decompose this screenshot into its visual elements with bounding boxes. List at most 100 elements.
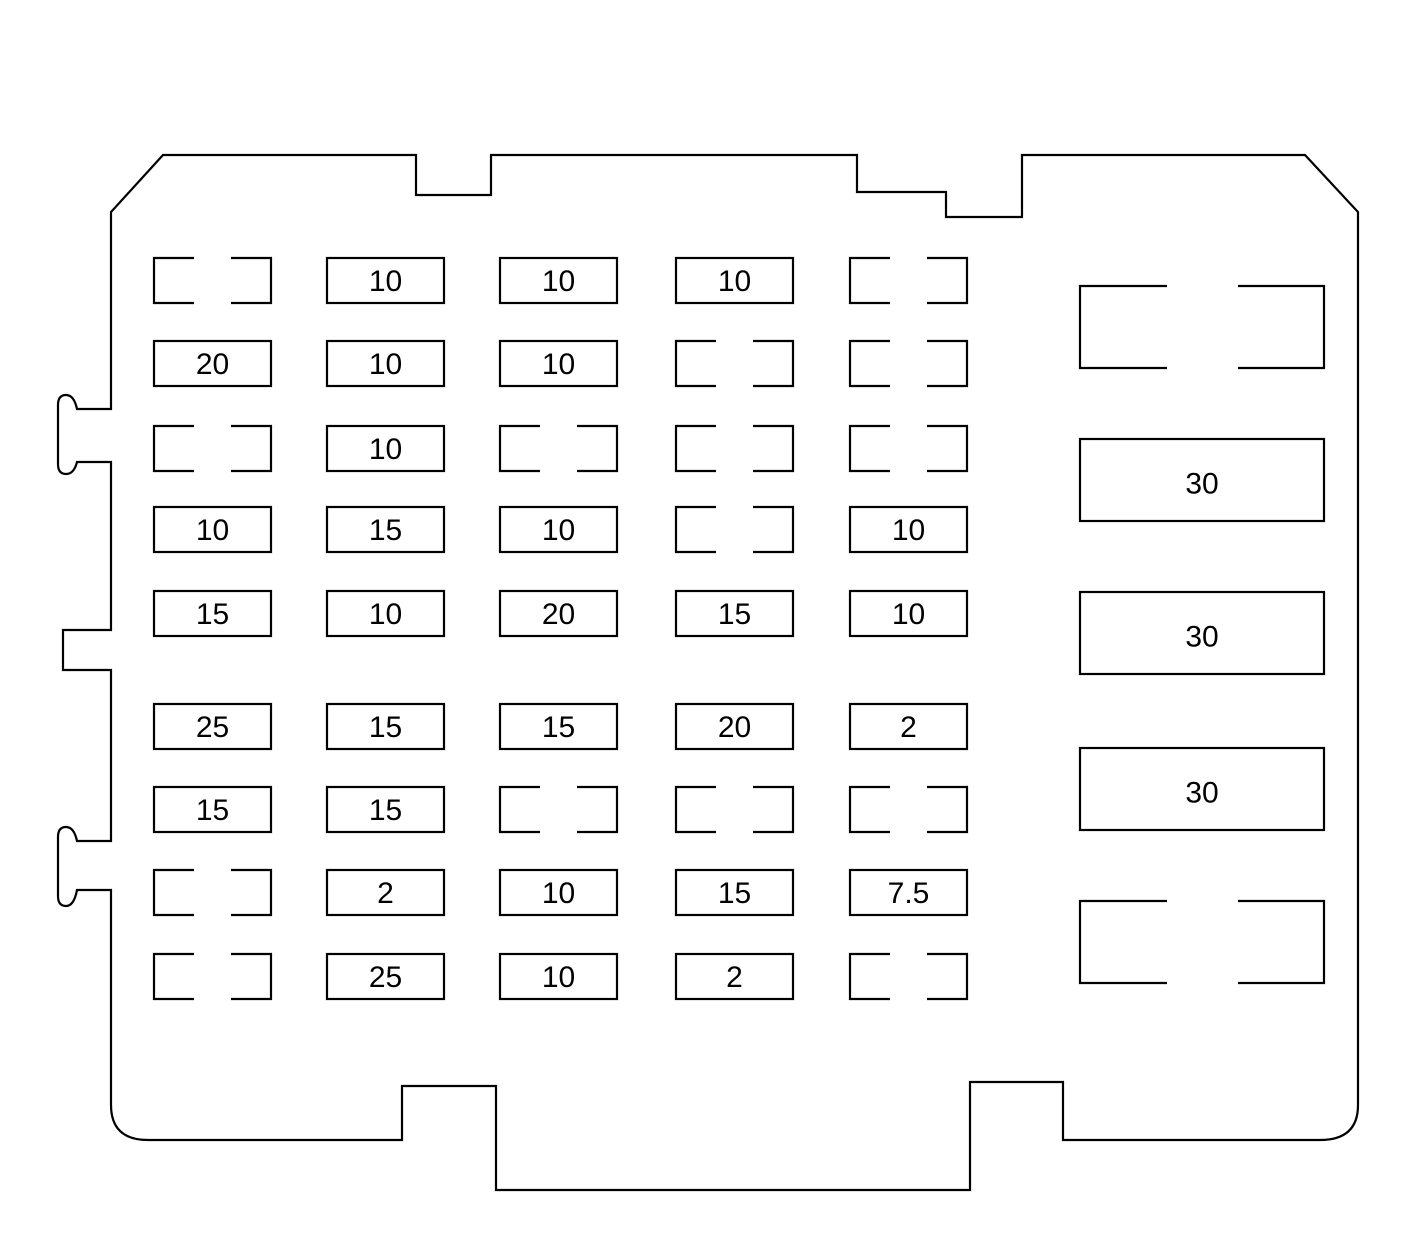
fuse-slot: 25 bbox=[152, 702, 273, 751]
fuse-slot: 15 bbox=[325, 505, 446, 554]
fuse-rating: 10 bbox=[542, 514, 575, 547]
fuse-box bbox=[152, 589, 273, 638]
fuse-box bbox=[498, 952, 619, 1001]
fuse-box bbox=[325, 339, 446, 388]
fuse-slot: 15 bbox=[325, 785, 446, 834]
fuse-rating: 20 bbox=[196, 348, 229, 381]
fuse-box bbox=[848, 505, 969, 554]
empty-fuse-slot bbox=[152, 952, 273, 1001]
empty-fuse-slot bbox=[848, 424, 969, 473]
fuse-rating: 15 bbox=[369, 711, 402, 744]
fuse-layer: 10 10 10 20 10 10 10 10 15 10 10 15 10 20 15 10 25 15 15 20… bbox=[152, 256, 1326, 1001]
fuse-box bbox=[674, 952, 795, 1001]
fuse-slot: 2 bbox=[325, 868, 446, 917]
fuse-slot: 10 bbox=[325, 424, 446, 473]
fuse-block-outline bbox=[56, 153, 1360, 1192]
fuse-slot: 10 bbox=[325, 339, 446, 388]
fuse-box bbox=[498, 589, 619, 638]
fuse-rating: 20 bbox=[718, 711, 751, 744]
empty-fuse-slot bbox=[498, 785, 619, 834]
fuse-rating: 25 bbox=[196, 711, 229, 744]
fuse-box bbox=[152, 339, 273, 388]
fuse-box bbox=[674, 868, 795, 917]
fuse-rating: 15 bbox=[718, 598, 751, 631]
fuse-slot: 10 bbox=[674, 256, 795, 305]
large-fuse-slot bbox=[1078, 899, 1326, 985]
empty-fuse-slot bbox=[848, 785, 969, 834]
fuse-rating: 10 bbox=[542, 348, 575, 381]
empty-fuse-slot bbox=[152, 868, 273, 917]
fuse-slot: 10 bbox=[498, 505, 619, 554]
fuse-slot bbox=[674, 785, 795, 834]
fuse-slot bbox=[674, 505, 795, 554]
fuse-slot: 20 bbox=[674, 702, 795, 751]
empty-large-fuse-slot bbox=[1078, 899, 1326, 985]
fuse-rating: 15 bbox=[369, 794, 402, 827]
fuse-slot: 25 bbox=[325, 952, 446, 1001]
empty-large-fuse-slot bbox=[1078, 284, 1326, 370]
large-fuse-rating: 30 bbox=[1185, 468, 1218, 501]
fuse-box bbox=[848, 702, 969, 751]
fuse-slot bbox=[848, 952, 969, 1001]
fuse-slot: 10 bbox=[152, 505, 273, 554]
fuse-rating: 10 bbox=[718, 265, 751, 298]
fuse-slot: 15 bbox=[674, 868, 795, 917]
fuse-slot: 10 bbox=[848, 505, 969, 554]
fuse-slot bbox=[848, 339, 969, 388]
large-fuse-box bbox=[1078, 746, 1326, 832]
fuse-rating: 15 bbox=[369, 514, 402, 547]
fuse-box bbox=[325, 424, 446, 473]
fuse-slot: 10 bbox=[848, 589, 969, 638]
large-fuse-slot: 30 bbox=[1078, 590, 1326, 676]
fuse-box bbox=[152, 785, 273, 834]
large-fuse-slot: 30 bbox=[1078, 437, 1326, 523]
fuse-box bbox=[325, 505, 446, 554]
empty-fuse-slot bbox=[152, 256, 273, 305]
fuse-box bbox=[674, 256, 795, 305]
empty-fuse-slot bbox=[674, 505, 795, 554]
fuse-slot: 15 bbox=[674, 589, 795, 638]
fuse-box bbox=[848, 868, 969, 917]
fuse-rating: 10 bbox=[369, 265, 402, 298]
fuse-rating: 10 bbox=[369, 598, 402, 631]
fuse-box bbox=[152, 702, 273, 751]
fuse-slot bbox=[498, 785, 619, 834]
fuse-box bbox=[498, 339, 619, 388]
fuse-rating: 2 bbox=[900, 711, 917, 744]
empty-fuse-slot bbox=[498, 424, 619, 473]
empty-fuse-slot bbox=[674, 785, 795, 834]
fuse-slot bbox=[848, 256, 969, 305]
fuse-box bbox=[325, 868, 446, 917]
fuse-rating: 10 bbox=[892, 514, 925, 547]
empty-fuse-slot bbox=[674, 339, 795, 388]
empty-fuse-slot bbox=[848, 339, 969, 388]
fuse-slot bbox=[674, 424, 795, 473]
large-fuse-slot: 30 bbox=[1078, 746, 1326, 832]
fuse-slot bbox=[152, 952, 273, 1001]
fuse-box bbox=[498, 256, 619, 305]
fuse-slot: 10 bbox=[498, 256, 619, 305]
fuse-slot: 15 bbox=[152, 785, 273, 834]
fuse-box bbox=[325, 256, 446, 305]
fuse-rating: 10 bbox=[542, 877, 575, 910]
fuse-slot bbox=[674, 339, 795, 388]
large-fuse-box bbox=[1078, 590, 1326, 676]
large-fuse-slot bbox=[1078, 284, 1326, 370]
fuse-box bbox=[674, 702, 795, 751]
fuse-rating: 2 bbox=[726, 961, 743, 994]
fuse-slot: 20 bbox=[498, 589, 619, 638]
fuse-rating: 10 bbox=[542, 265, 575, 298]
fuse-slot bbox=[848, 424, 969, 473]
fuse-slot: 10 bbox=[498, 952, 619, 1001]
fuse-rating: 15 bbox=[196, 598, 229, 631]
fuse-rating: 10 bbox=[369, 433, 402, 466]
fuse-box bbox=[325, 589, 446, 638]
fuse-rating: 10 bbox=[369, 348, 402, 381]
fuse-slot: 2 bbox=[848, 702, 969, 751]
empty-fuse-slot bbox=[152, 424, 273, 473]
fuse-rating: 25 bbox=[369, 961, 402, 994]
fuse-rating: 20 bbox=[542, 598, 575, 631]
fuse-box bbox=[498, 702, 619, 751]
large-fuse-rating: 30 bbox=[1185, 777, 1218, 810]
